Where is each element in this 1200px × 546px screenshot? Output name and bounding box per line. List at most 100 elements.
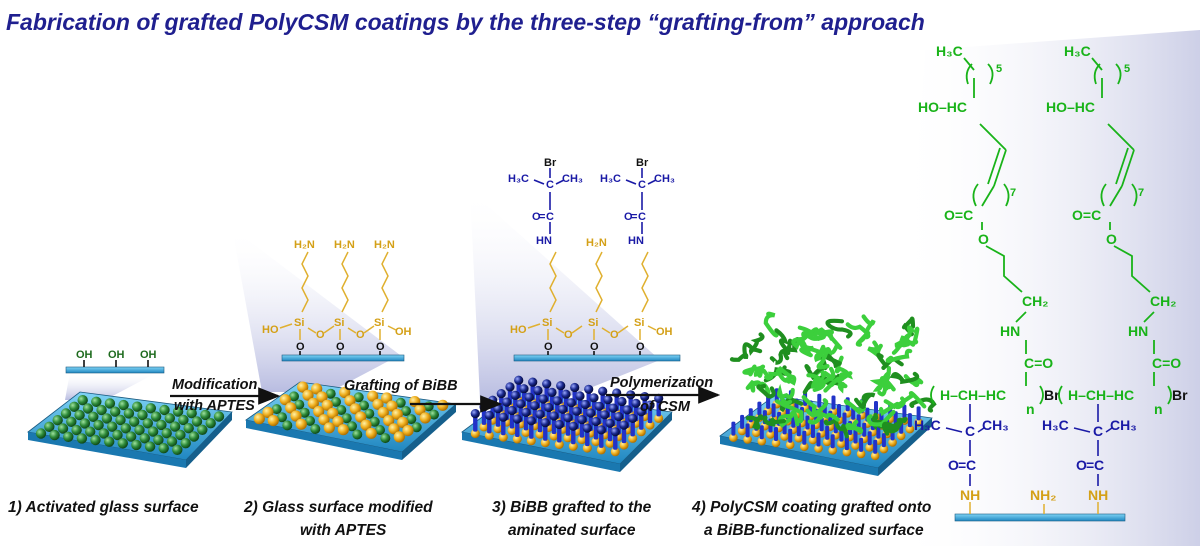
oh-bead-array [35,395,225,455]
svg-text:O: O [336,341,345,353]
svg-text:5: 5 [1124,63,1130,75]
svg-text:5: 5 [996,63,1002,75]
svg-text:CH₃: CH₃ [982,417,1009,433]
svg-text:H₂N: H₂N [334,239,355,251]
svg-text:Si: Si [542,317,552,329]
svg-text:C: C [546,211,554,223]
svg-text:Si: Si [374,317,384,329]
svg-text:=: = [1086,457,1094,473]
arrow-label-csm: of CSM [640,399,691,415]
svg-text:O: O [544,341,553,353]
svg-text:H–CH–HC: H–CH–HC [1068,387,1134,403]
svg-text:O: O [636,341,645,353]
svg-text:OH: OH [395,326,412,338]
svg-text:HO: HO [510,324,527,336]
arrow-step-1: Modification with APTES [170,377,281,414]
arrow-step-2: Grafting of BiBB [344,378,503,413]
svg-text:HO–HC: HO–HC [918,99,967,115]
svg-text:Si: Si [334,317,344,329]
step-1-caption: 1) Activated glass surface [8,499,199,516]
zoom-beam-2 [232,228,400,392]
svg-text:HO–HC: HO–HC [1046,99,1095,115]
svg-text:Si: Si [634,317,644,329]
svg-text:O: O [1106,231,1117,247]
svg-text:CH₃: CH₃ [562,173,583,185]
svg-text:HN: HN [1000,323,1020,339]
svg-text:HN: HN [536,235,552,247]
arrow-step-3: Polymerization of CSM [606,375,721,415]
svg-text:Br: Br [1172,387,1188,403]
svg-text:O: O [1076,457,1087,473]
svg-text:n: n [1154,401,1163,417]
step-2-caption-line2: with APTES [300,522,387,539]
svg-text:O: O [624,211,633,223]
svg-text:C: C [1093,423,1103,439]
svg-text:H₂N: H₂N [586,237,607,249]
step-3-caption-line2: aminated surface [508,522,636,539]
svg-text:C: C [965,423,975,439]
arrow-label-polymerization: Polymerization [610,375,713,391]
svg-text:OH: OH [656,326,673,338]
svg-text:H₃C: H₃C [1042,417,1069,433]
step-4-caption: 4) PolyCSM coating grafted onto [691,499,931,516]
svg-text:=: = [631,211,637,223]
svg-text:O: O [376,341,385,353]
svg-text:CH₃: CH₃ [654,173,675,185]
svg-text:Br: Br [1044,387,1060,403]
svg-text:H–CH–HC: H–CH–HC [940,387,1006,403]
svg-text:C: C [638,211,646,223]
svg-text:H₃C: H₃C [600,173,621,185]
svg-text:Br: Br [636,157,649,169]
svg-text:n: n [1026,401,1035,417]
svg-text:O=C: O=C [1072,207,1101,223]
svg-text:CH₃: CH₃ [1110,417,1137,433]
panel-polycsm [719,311,937,476]
svg-text:C=O: C=O [1152,355,1181,371]
step-4-caption-line2: a BiBB-functionalized surface [704,522,924,539]
svg-text:=: = [958,457,966,473]
svg-text:C: C [966,457,976,473]
polycsm-brush [729,311,937,439]
svg-text:O: O [948,457,959,473]
free-amine-label: NH₂ [1030,487,1056,503]
aptes-bead-array [253,381,449,444]
arrow-label-aptes: with APTES [174,398,255,414]
svg-text:O=C: O=C [944,207,973,223]
svg-text:OH: OH [140,349,157,361]
svg-text:H₂N: H₂N [374,239,395,251]
svg-text:O: O [356,329,365,341]
svg-text:OH: OH [108,349,125,361]
arrow-label-modification: Modification [172,377,258,393]
svg-text:C=O: C=O [1024,355,1053,371]
svg-text:O: O [610,329,619,341]
svg-text:HN: HN [1128,323,1148,339]
svg-text:7: 7 [1138,187,1144,199]
zoom-beam-3 [470,190,660,400]
svg-text:HO: HO [262,324,279,336]
svg-text:=: = [539,211,545,223]
svg-text:NH: NH [1088,487,1108,503]
bibb-bead-array [470,375,664,457]
svg-text:C: C [546,179,554,191]
svg-text:HN: HN [628,235,644,247]
svg-text:H₃C: H₃C [1064,43,1091,59]
svg-text:7: 7 [1010,187,1016,199]
svg-text:O: O [316,329,325,341]
svg-text:Si: Si [588,317,598,329]
svg-text:O: O [296,341,305,353]
svg-text:OH: OH [76,349,93,361]
step-3-caption: 3) BiBB grafted to the [492,499,652,516]
step-2-caption: 2) Glass surface modified [243,499,433,516]
svg-text:O: O [590,341,599,353]
svg-text:O: O [564,329,573,341]
svg-text:Br: Br [544,157,557,169]
svg-text:H₃C: H₃C [508,173,529,185]
svg-text:H₃C: H₃C [914,417,941,433]
svg-text:CH₂: CH₂ [1022,293,1048,309]
svg-text:Si: Si [294,317,304,329]
svg-text:NH: NH [960,487,980,503]
